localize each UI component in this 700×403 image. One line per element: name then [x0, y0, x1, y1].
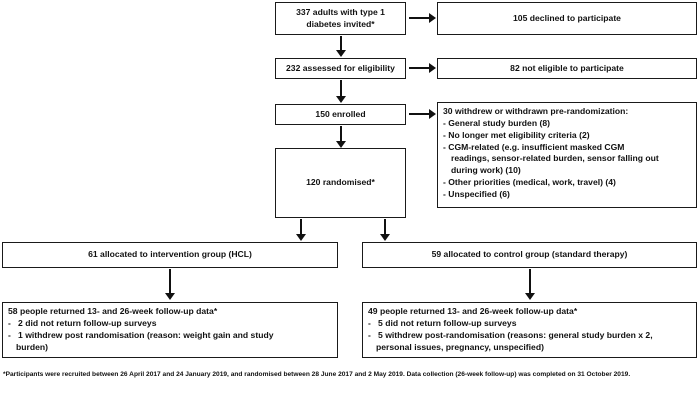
withdrew-item-3: - Other priorities (medical, work, trave… — [443, 177, 616, 188]
arrow-invited-to-assessed — [336, 36, 346, 57]
node-control-allocation: 59 allocated to control group (standard … — [362, 242, 697, 268]
withdrew-heading: 30 withdrew or withdrawn pre-randomizati… — [443, 106, 629, 116]
node-declined-label: 105 declined to participate — [513, 12, 621, 23]
intervention-followup-heading: 58 people returned 13- and 26-week follo… — [8, 306, 218, 316]
arrow-intervention-to-followup — [165, 269, 175, 302]
arrow-assessed-to-enrolled — [336, 80, 346, 104]
control-followup-item-0: - 5 did not return follow-up surveys — [368, 317, 517, 328]
node-assessed: 232 assessed for eligibility — [275, 58, 406, 79]
control-followup-item-1: - 5 withdrew post-randomisation (reasons… — [368, 329, 653, 340]
withdrew-item-2-cont2: during work) (10) — [451, 165, 521, 176]
node-not-eligible: 82 not eligible to participate — [437, 58, 697, 79]
arrow-enrolled-to-randomised — [336, 126, 346, 150]
arrow-control-to-followup — [525, 269, 535, 302]
withdrew-item-0: - General study burden (8) — [443, 117, 550, 128]
control-followup-heading: 49 people returned 13- and 26-week follo… — [368, 306, 578, 316]
node-intervention-allocation: 61 allocated to intervention group (HCL) — [2, 242, 338, 268]
arrow-randomised-to-control — [380, 219, 390, 243]
intervention-followup-item-1-cont: burden) — [16, 341, 48, 352]
node-randomised-label: 120 randomised* — [306, 177, 375, 188]
node-control-label: 59 allocated to control group (standard … — [431, 249, 628, 260]
withdrew-item-4: - Unspecified (6) — [443, 189, 510, 200]
node-invited: 337 adults with type 1 diabetes invited* — [275, 2, 406, 35]
node-invited-line2: diabetes invited* — [306, 18, 375, 29]
node-intervention-followup: 58 people returned 13- and 26-week follo… — [2, 302, 338, 358]
arrow-randomised-to-intervention — [296, 219, 306, 243]
arrow-assessed-to-not-eligible — [409, 62, 436, 73]
node-invited-line1: 337 adults with type 1 — [296, 6, 385, 17]
arrow-enrolled-to-withdrew — [409, 108, 436, 119]
withdrew-item-1: - No longer met eligibility criteria (2) — [443, 129, 590, 140]
node-withdrew-pre-randomization: 30 withdrew or withdrawn pre-randomizati… — [437, 102, 697, 208]
control-followup-item-1-cont: personal issues, pregnancy, unspecified) — [376, 341, 544, 352]
node-not-eligible-label: 82 not eligible to participate — [510, 62, 624, 73]
node-randomised: 120 randomised* — [275, 148, 406, 218]
footnote-line2: completed on 31 October 2019. — [532, 371, 631, 378]
node-enrolled: 150 enrolled — [275, 104, 406, 125]
footnote-line1: *Participants were recruited between 26 … — [3, 371, 531, 378]
node-assessed-label: 232 assessed for eligibility — [286, 62, 395, 73]
footnote: *Participants were recruited between 26 … — [3, 370, 697, 380]
node-control-followup: 49 people returned 13- and 26-week follo… — [362, 302, 697, 358]
arrow-invited-to-declined — [409, 12, 436, 23]
intervention-followup-item-1: - 1 withdrew post randomisation (reason:… — [8, 329, 274, 340]
node-enrolled-label: 150 enrolled — [315, 108, 366, 119]
node-intervention-label: 61 allocated to intervention group (HCL) — [88, 249, 252, 260]
withdrew-item-2-cont1: readings, sensor-related burden, sensor … — [451, 153, 659, 164]
intervention-followup-item-0: - 2 did not return follow-up surveys — [8, 317, 157, 328]
node-declined: 105 declined to participate — [437, 2, 697, 35]
withdrew-item-2: - CGM-related (e.g. insufficient masked … — [443, 141, 625, 152]
